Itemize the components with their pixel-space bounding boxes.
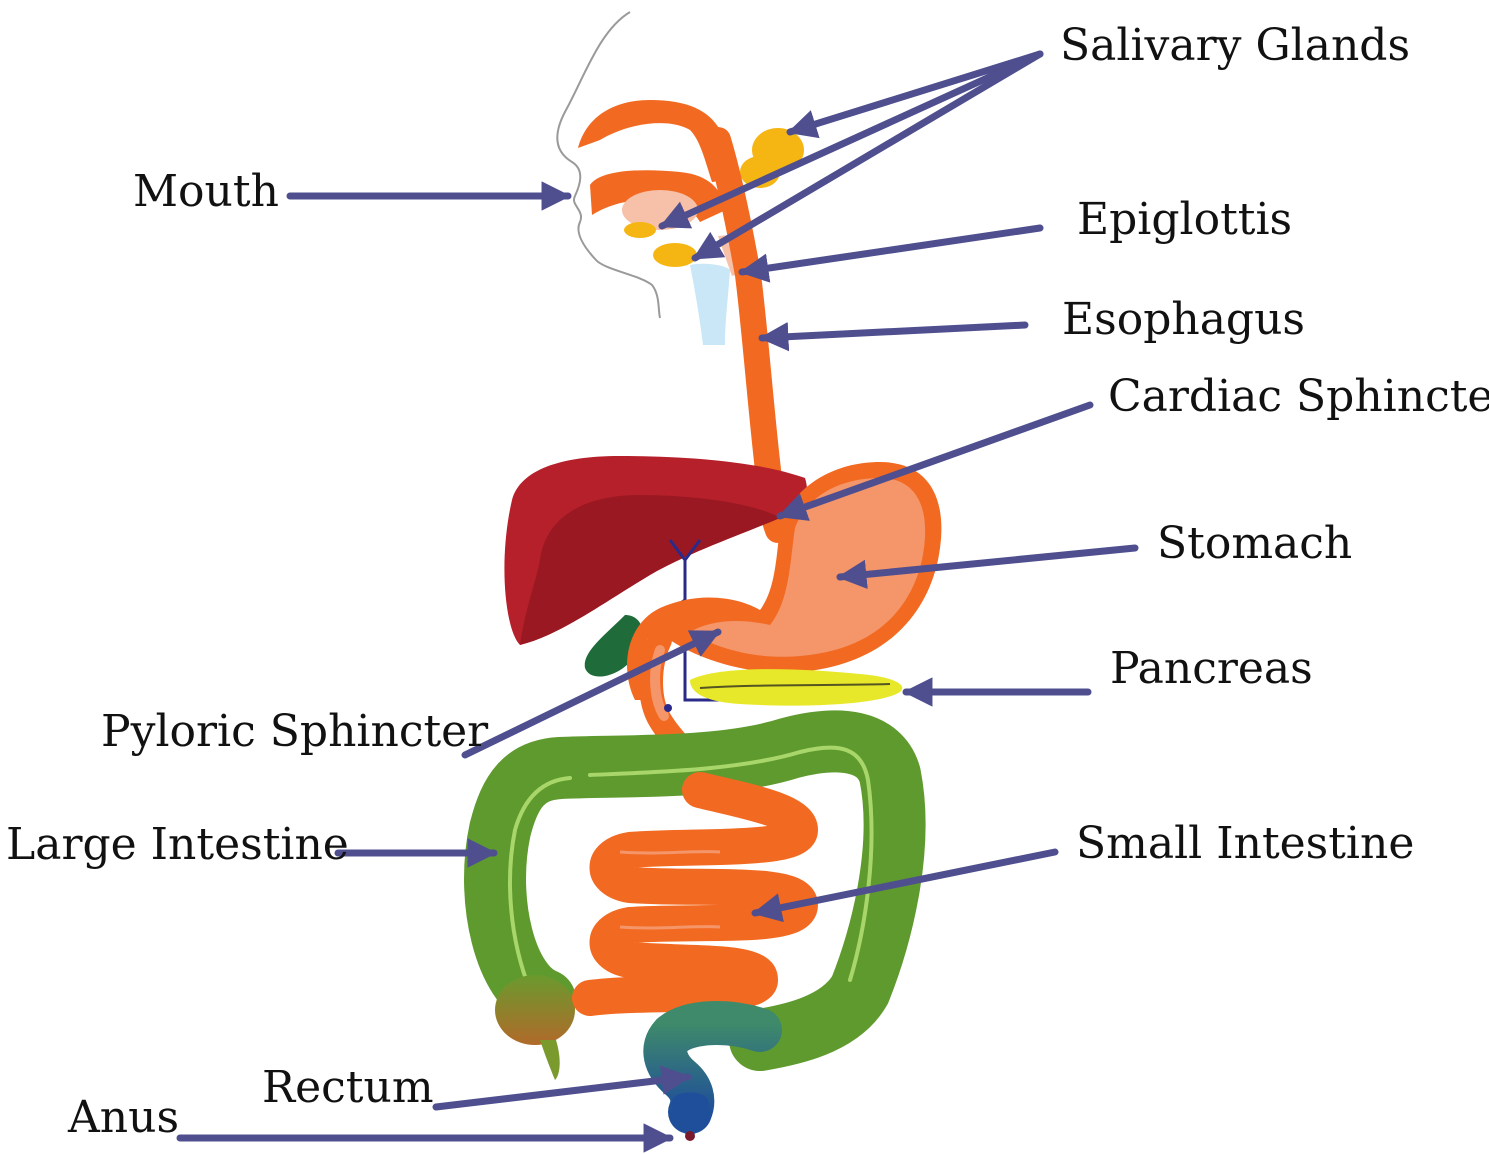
label-epiglottis: Epiglottis [1077, 198, 1292, 242]
appendix [540, 1040, 560, 1080]
arrow-salivary-3 [695, 54, 1040, 258]
label-salivary-glands: Salivary Glands [1060, 24, 1410, 68]
label-large-intestine: Large Intestine [6, 823, 349, 867]
cecum [495, 975, 575, 1045]
label-cardiac-sphincter: Cardiac Sphincter [1108, 375, 1489, 419]
label-esophagus: Esophagus [1062, 298, 1305, 342]
submandibular-gland [653, 243, 697, 267]
label-pyloric-sphincter: Pyloric Sphincter [101, 710, 488, 754]
anus-opening [685, 1131, 695, 1141]
small-intestine [590, 790, 800, 998]
label-mouth: Mouth [133, 170, 279, 214]
trachea [690, 264, 730, 345]
label-pancreas: Pancreas [1110, 647, 1313, 691]
arrow-esophagus [762, 325, 1025, 338]
pylorus-dot [664, 704, 672, 712]
arrow-rectum [436, 1077, 688, 1107]
sublingual-gland [624, 222, 656, 238]
label-rectum: Rectum [262, 1066, 434, 1110]
arrow-epiglottis [742, 228, 1040, 272]
face-outline [557, 12, 660, 318]
label-anus: Anus [68, 1096, 179, 1140]
label-stomach: Stomach [1157, 522, 1352, 566]
arrow-salivary-1 [790, 54, 1040, 132]
label-small-intestine: Small Intestine [1076, 822, 1414, 866]
